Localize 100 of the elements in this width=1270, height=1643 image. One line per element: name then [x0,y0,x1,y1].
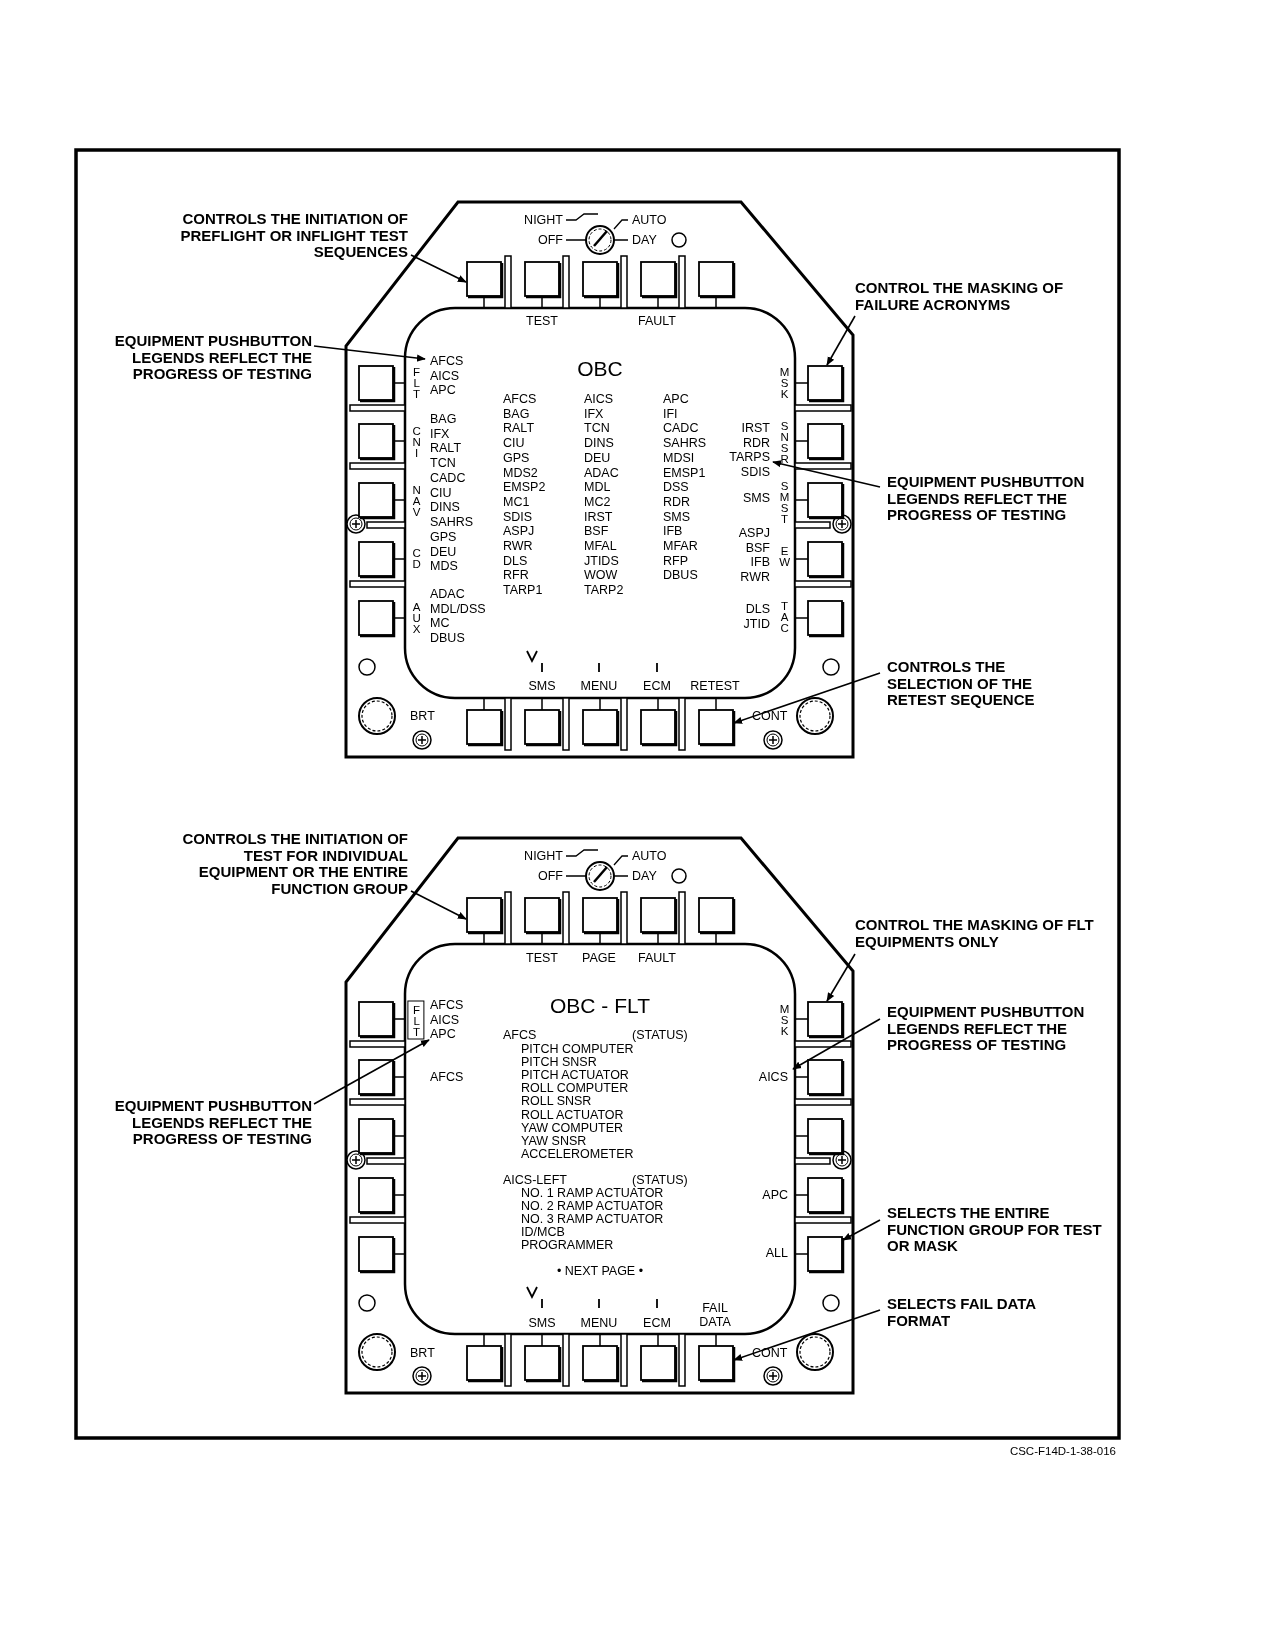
equipment-list-item: DBUS [663,568,698,583]
button-legend: IFX [430,426,450,441]
button-legend: TEST [526,313,558,329]
equipment-list-item: DINS [584,435,614,451]
button-legend: IRST [741,420,770,436]
pushbutton [794,1059,845,1097]
button-legend: AFCS [430,353,464,369]
button-legend: DINS [430,500,460,515]
knob-label: CONT [752,1345,788,1361]
status-list-item: ROLL SNSR [521,1094,592,1109]
leader-arrow [733,672,881,724]
leader-arrow [772,460,881,488]
function-group-label: SMST [777,480,791,524]
equipment-list-item: MDS2 [503,465,538,480]
equipment-list-item: IFX [584,406,604,421]
function-group-label: FLT [409,365,423,399]
button-legend: BSF [745,540,770,555]
pushbutton [794,541,845,579]
screen-title: OBC - FLT [550,993,650,1019]
equipment-list-item: AFCS [503,391,537,407]
pushbutton [640,697,678,747]
pushbutton [794,1001,845,1039]
status-heading: AICS-LEFT [503,1172,567,1188]
equipment-list-item: DLS [503,553,528,568]
pushbutton [358,1236,406,1274]
button-legend: SDIS [740,464,770,480]
button-legend: MC [430,616,450,631]
equipment-list-item: TARP2 [584,582,624,598]
equipment-list-item: MFAL [584,538,617,554]
function-group-label: TAC [777,599,791,633]
button-legend: AICS [758,1069,788,1085]
pushbutton [794,423,845,461]
callout-text: EQUIPMENT PUSHBUTTON LEGENDS REFLECT THE PROGRESS OF TESTING [887,1004,1119,1054]
equipment-list-item: BSF [584,524,609,539]
pushbutton [794,365,845,403]
equipment-list-item: WOW [584,568,618,583]
button-legend: DBUS [430,630,465,646]
pushbutton [524,1333,562,1383]
pushbutton [698,697,736,747]
equipment-list-item: RWR [503,538,533,554]
pushbutton [794,1118,845,1156]
pushbutton [794,600,845,638]
button-legend: AFCS [430,997,464,1013]
status-heading: (STATUS) [632,1027,688,1043]
button-legend: IFB [750,555,770,570]
pushbutton [640,897,678,945]
equipment-list-item: EMSP2 [503,480,546,495]
button-legend: AFCS [430,1069,464,1085]
leader-arrow [826,953,856,1002]
callout-text: CONTROL THE MASKING OF FLT EQUIPMENTS ONLY [855,917,1105,951]
status-list-item: ROLL ACTUATOR [521,1107,624,1122]
status-heading: (STATUS) [632,1172,688,1188]
equipment-list-item: SAHRS [663,435,707,451]
pushbutton [358,541,406,579]
callout-text: EQUIPMENT PUSHBUTTON LEGENDS REFLECT THE PROGRESS OF TESTING [86,333,312,383]
equipment-list-item: MC1 [503,494,530,510]
callout-text: SELECTS THE ENTIRE FUNCTION GROUP FOR TEST OR MASK [887,1205,1119,1255]
button-legend: SAHRS [430,514,474,530]
button-legend: FAULT [638,313,676,329]
leader-arrow [842,1219,881,1241]
button-legend: MENU [580,1315,618,1331]
function-group-label: EW [777,545,791,567]
button-legend: GPS [430,529,457,545]
callout-text: CONTROLS THE SELECTION OF THE RETEST SEQUENCE [887,659,1072,709]
status-list-item: NO. 2 RAMP ACTUATOR [521,1198,664,1214]
button-legend: SMS [742,490,770,506]
button-legend: JTID [743,616,770,631]
pushbutton [358,423,406,461]
callout-text: EQUIPMENT PUSHBUTTON LEGENDS REFLECT THE PROGRESS OF TESTING [86,1098,312,1148]
button-legend: FAIL DATA [693,1300,737,1330]
equipment-list-item: CIU [503,435,525,451]
leader-arrow [410,890,467,920]
button-legend: DEU [430,544,457,559]
button-legend: RWR [740,569,770,585]
pushbutton [466,1333,504,1383]
button-legend: RETEST [690,678,740,694]
page-prompt: • NEXT PAGE • [556,1263,644,1279]
pushbutton [358,600,406,638]
pushbutton [794,1236,845,1274]
pushbutton [358,1177,406,1215]
status-list-item: PITCH ACTUATOR [521,1068,629,1083]
pushbutton [640,261,678,309]
pushbutton [358,1118,406,1156]
status-list-item: NO. 3 RAMP ACTUATOR [521,1212,664,1227]
equipment-list-item: AICS [584,391,614,407]
status-list-item: PROGRAMMER [521,1238,614,1253]
equipment-list-item: DEU [584,450,611,465]
status-list-item: ID/MCB [521,1225,565,1240]
equipment-list-item: MDL [584,480,611,495]
equipment-list-item: BAG [503,406,530,421]
knob-label: BRT [410,708,435,724]
knob-label: CONT [752,708,788,724]
button-legend: APC [430,1026,456,1042]
leader-arrow [792,1018,881,1070]
button-legend: MDS [430,559,458,574]
status-list-item: PITCH COMPUTER [521,1041,634,1057]
callout-text: EQUIPMENT PUSHBUTTON LEGENDS REFLECT THE PROGRESS OF TESTING [887,474,1119,524]
pushbutton [358,365,406,403]
equipment-list-item: TCN [584,421,610,436]
knob-label: OFF [538,232,563,248]
